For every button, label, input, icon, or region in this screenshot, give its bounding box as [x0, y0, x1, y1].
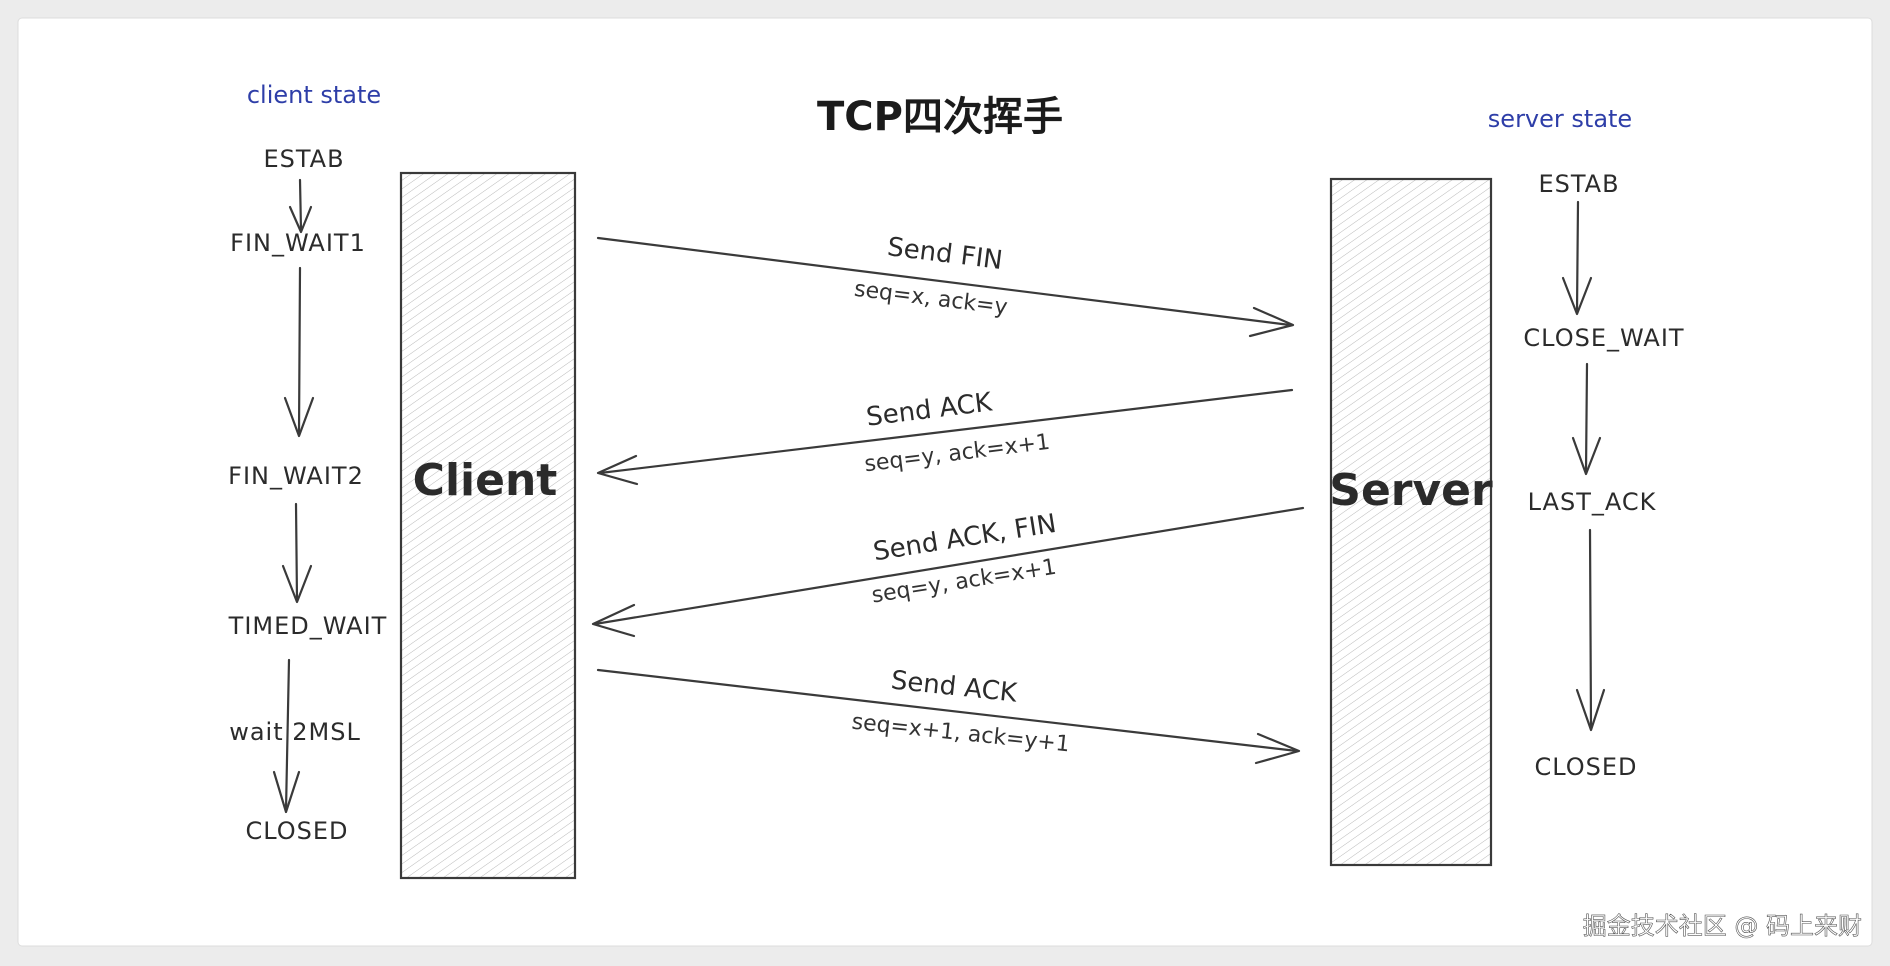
client-box-label: Client: [413, 455, 558, 506]
diagram-title: TCP四次挥手: [817, 94, 1063, 140]
server-state-closed: CLOSED: [1534, 753, 1637, 781]
server-state-header: server state: [1488, 105, 1632, 133]
client-state-estab: ESTAB: [263, 145, 344, 173]
client-state-timed-wait: TIMED_WAIT: [228, 612, 388, 640]
client-arrow-finwait2-to-timedwait: [281, 502, 313, 604]
client-state-fin-wait2: FIN_WAIT2: [228, 462, 364, 490]
client-state-closed: CLOSED: [245, 817, 348, 845]
server-arrow-estab-to-closewait: [1561, 200, 1593, 316]
client-arrow-finwait1-to-finwait2: [283, 266, 315, 438]
client-state-header: client state: [247, 81, 381, 109]
client-box: Client: [399, 171, 577, 880]
client-arrow-estab-to-finwait1: [288, 178, 313, 234]
watermark: 掘金技术社区 @ 码上来财: [1583, 912, 1862, 940]
server-box-label: Server: [1329, 465, 1493, 516]
server-box: Server: [1329, 177, 1493, 867]
server-arrow-lastack-to-closed: [1575, 528, 1606, 732]
client-wait-2msl-note: wait 2MSL: [229, 718, 361, 746]
server-state-last-ack: LAST_ACK: [1528, 488, 1657, 516]
client-arrow-timedwait-to-closed: [272, 658, 301, 814]
server-state-close-wait: CLOSE_WAIT: [1523, 324, 1684, 352]
client-state-fin-wait1: FIN_WAIT1: [230, 229, 366, 257]
server-arrow-closewait-to-lastack: [1571, 362, 1602, 476]
server-state-estab: ESTAB: [1538, 170, 1619, 198]
